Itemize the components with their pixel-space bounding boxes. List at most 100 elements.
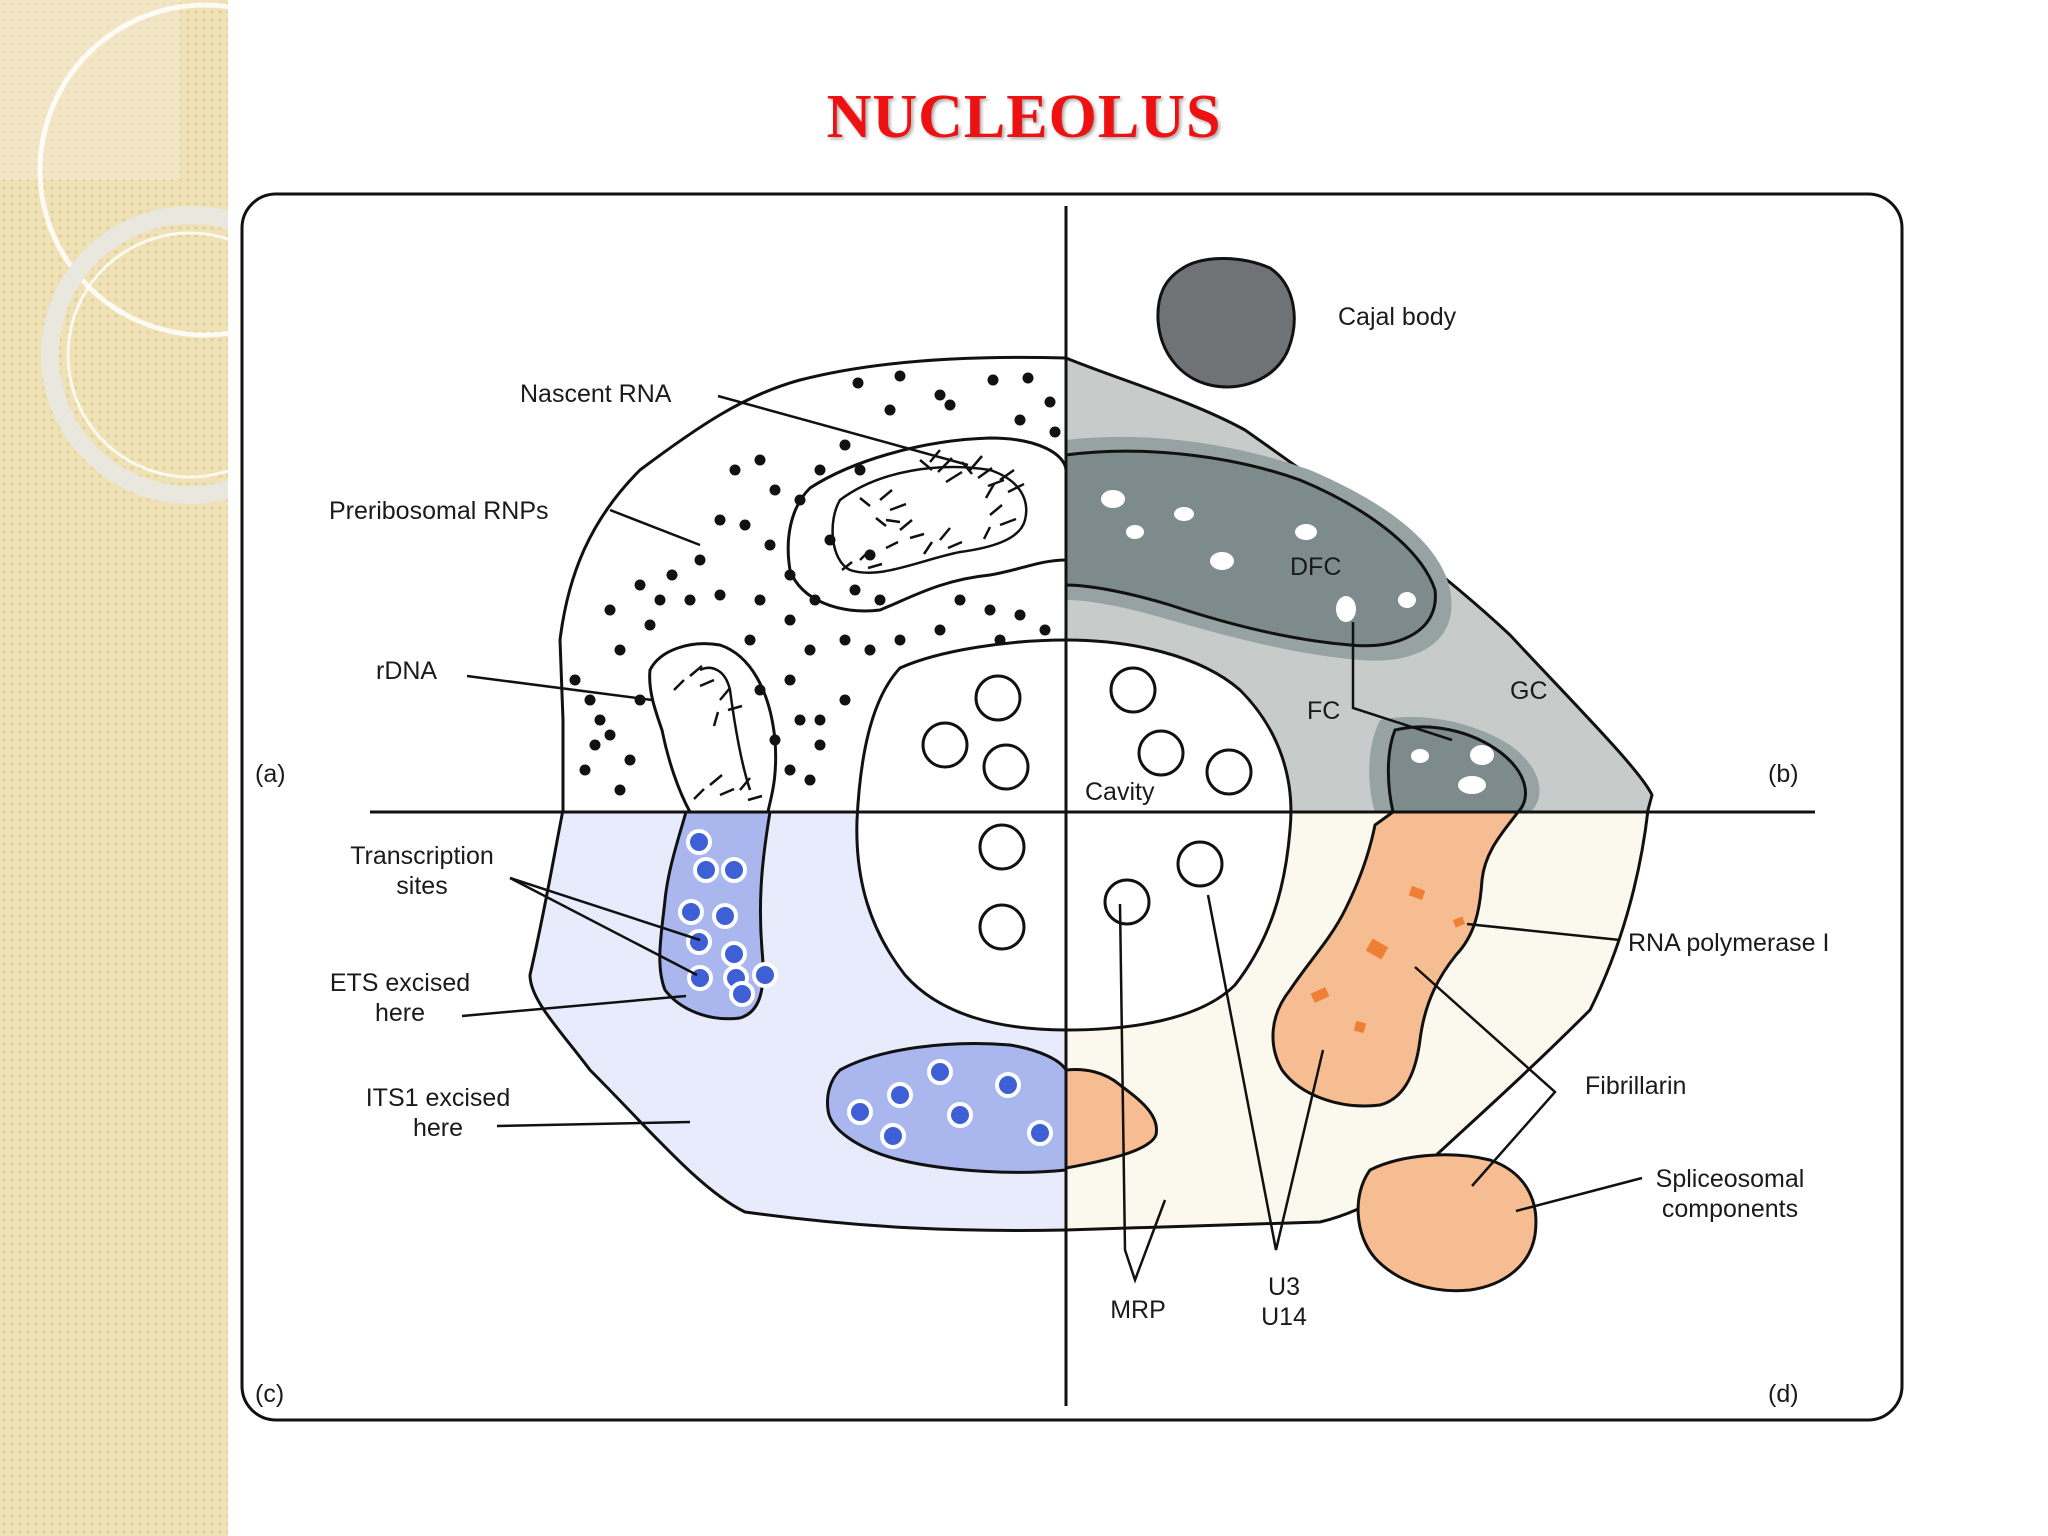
rnp-dot	[814, 714, 826, 726]
label-preribosomal-rnps: Preribosomal RNPs	[329, 497, 549, 525]
rnp-dot	[654, 594, 666, 606]
rnp-dot	[824, 534, 836, 546]
rnp-dot	[809, 594, 821, 606]
label-rna-polymerase: RNA polymerase I	[1628, 929, 1829, 957]
rnp-dot	[624, 754, 636, 766]
rnp-dot	[584, 694, 596, 706]
cavity	[855, 638, 1293, 1032]
cavity-circles	[921, 666, 1253, 951]
rnp-dot	[864, 549, 876, 561]
rnp-dot	[864, 644, 876, 656]
label-transcription-sites-1: Transcription	[350, 842, 494, 870]
label-spliceosomal-2: components	[1662, 1195, 1798, 1223]
rnp-dot	[579, 764, 591, 776]
rnp-dot	[1022, 372, 1034, 384]
rnp-dot	[714, 514, 726, 526]
cajal-body	[1156, 257, 1296, 389]
label-fc: FC	[1307, 697, 1340, 725]
rnp-dot	[894, 634, 906, 646]
rnp-dot	[604, 604, 616, 616]
rnp-dot	[804, 644, 816, 656]
rnp-dot	[614, 784, 626, 796]
label-mrp: MRP	[1110, 1296, 1166, 1324]
blue-dot	[686, 829, 712, 855]
spliceosomal-body	[1356, 1153, 1538, 1293]
rnp-dot	[784, 614, 796, 626]
rnp-dot	[604, 729, 616, 741]
blue-dot	[686, 929, 712, 955]
orange-cavity-edge	[1064, 1068, 1158, 1170]
rnp-dot	[884, 404, 896, 416]
rnp-dot	[744, 634, 756, 646]
blue-dot	[880, 1123, 906, 1149]
rnp-dot	[644, 619, 656, 631]
panel-label-d: (d)	[1768, 1380, 1799, 1408]
label-its1-excised-1: ITS1 excised	[366, 1084, 511, 1112]
rnp-dot	[894, 370, 906, 382]
panel-label-c: (c)	[255, 1380, 284, 1408]
blue-dots	[678, 829, 1053, 1149]
rnp-dot	[694, 554, 706, 566]
rnp-dot	[849, 584, 861, 596]
rnp-dot	[934, 624, 946, 636]
rnp-dot	[987, 374, 999, 386]
rnp-dot	[714, 589, 726, 601]
label-ets-excised-1: ETS excised	[330, 969, 470, 997]
rdna-inner-lower	[699, 666, 752, 791]
rnp-dot	[814, 464, 826, 476]
label-cavity: Cavity	[1085, 778, 1155, 806]
rnp-dot	[769, 484, 781, 496]
rnp-dot	[794, 714, 806, 726]
rnp-dot	[814, 739, 826, 751]
rnp-dot	[944, 399, 956, 411]
rna-polymerase-marks	[1310, 885, 1466, 1034]
rnp-dot	[839, 694, 851, 706]
label-fibrillarin: Fibrillarin	[1585, 1072, 1686, 1100]
rnp-dot	[804, 774, 816, 786]
rnp-dot	[684, 594, 696, 606]
blue-dot	[693, 857, 719, 883]
rnp-dot	[769, 734, 781, 746]
label-u14: U14	[1261, 1303, 1307, 1331]
page-title: NUCLEOLUS	[826, 83, 1222, 151]
blue-dot	[752, 962, 778, 988]
blue-dot	[947, 1102, 973, 1128]
rnp-dot	[614, 644, 626, 656]
rnp-dot	[874, 594, 886, 606]
rnp-dot	[784, 764, 796, 776]
label-transcription-sites-2: sites	[396, 872, 447, 900]
rnp-dot	[754, 684, 766, 696]
panel-label-b: (b)	[1768, 760, 1799, 788]
leader-lines	[461, 394, 1643, 1284]
preribosomal-rnp-dots	[569, 370, 1061, 796]
rnp-dot	[784, 674, 796, 686]
label-u3: U3	[1268, 1273, 1300, 1301]
label-its1-excised-2: here	[413, 1114, 463, 1142]
rnp-dot	[1014, 609, 1026, 621]
blue-dot	[887, 1082, 913, 1108]
decorative-sidebar	[0, 0, 228, 1536]
rnp-dot	[794, 494, 806, 506]
label-dfc: DFC	[1290, 553, 1341, 581]
label-cajal-body: Cajal body	[1338, 303, 1457, 331]
rnp-dot	[1014, 414, 1026, 426]
blue-dot	[847, 1099, 873, 1125]
rnp-dot	[934, 389, 946, 401]
rnp-dot	[852, 377, 864, 389]
rnp-dot	[764, 539, 776, 551]
fc-region	[1386, 725, 1527, 814]
rnp-dot	[589, 739, 601, 751]
dfc-spots	[1101, 490, 1494, 794]
rnp-dot	[754, 594, 766, 606]
rnp-dot	[754, 454, 766, 466]
rnp-dot	[854, 464, 866, 476]
label-spliceosomal-1: Spliceosomal	[1656, 1165, 1805, 1193]
blue-dot	[729, 981, 755, 1007]
fibrillarin-region	[1271, 810, 1521, 1108]
rnp-dot	[954, 594, 966, 606]
rnp-dot	[984, 604, 996, 616]
blue-dot	[721, 857, 747, 883]
label-rdna: rDNA	[376, 657, 437, 685]
blue-dot	[1027, 1120, 1053, 1146]
